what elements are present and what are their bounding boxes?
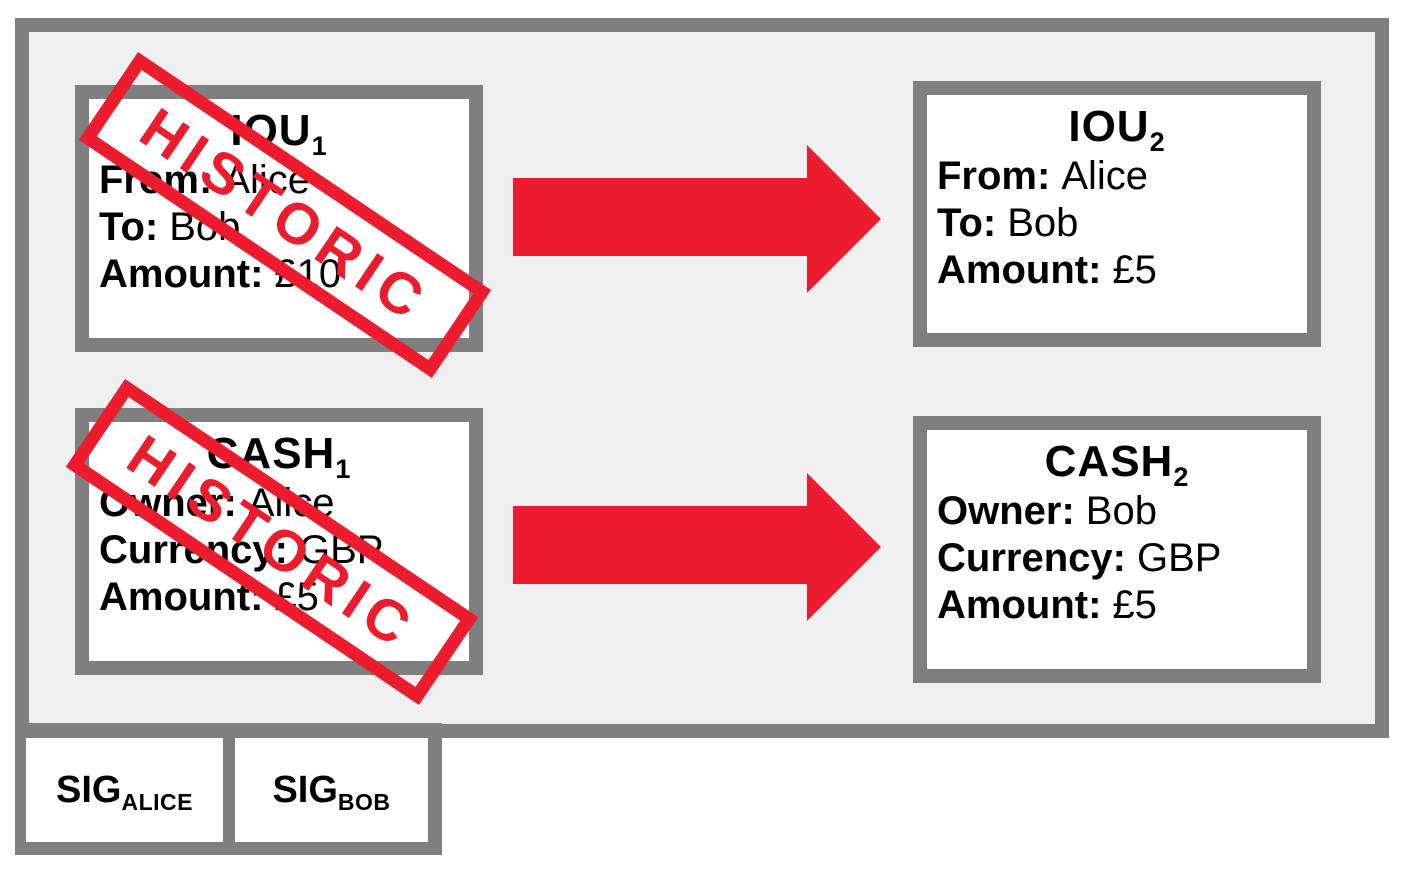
state-title-text: IOU <box>1068 102 1150 151</box>
field-label: Owner: <box>937 489 1075 533</box>
signature-name: SIG <box>56 768 122 811</box>
field-row-amount: Amount:£5 <box>937 582 1297 629</box>
field-value: £5 <box>1112 248 1157 292</box>
field-row-to: To:Bob <box>937 200 1297 247</box>
signature-subscript: ALICE <box>121 788 193 815</box>
signature-label-bob: SIGBOB <box>272 768 391 815</box>
state-title-subscript: 2 <box>1173 462 1190 492</box>
right-arrow-icon <box>513 473 881 621</box>
field-row-amount: Amount:£5 <box>99 574 459 621</box>
state-box-cash2: CASH2 Owner:Bob Currency:GBP Amount:£5 <box>913 416 1321 683</box>
field-row-from: From:Alice <box>99 157 459 204</box>
field-label: Amount: <box>99 575 264 619</box>
state-title-subscript: 1 <box>335 454 352 484</box>
state-box-iou2: IOU2 From:Alice To:Bob Amount:£5 <box>913 81 1321 347</box>
state-box-cash1: CASH1 Owner:Alice Currency:GBP Amount:£5 <box>75 408 483 675</box>
field-value: Bob <box>1085 489 1157 533</box>
field-value: Alice <box>1061 154 1149 198</box>
signature-subscript: BOB <box>337 788 391 815</box>
field-value: £5 <box>1112 583 1157 627</box>
field-row-owner: Owner:Bob <box>937 488 1297 535</box>
right-arrow-icon <box>513 145 881 293</box>
field-label: Currency: <box>937 536 1126 580</box>
field-value: Bob <box>169 205 241 249</box>
field-value: GBP <box>1136 536 1222 580</box>
field-row-currency: Currency:GBP <box>99 527 459 574</box>
field-label: From: <box>937 154 1051 198</box>
field-value: Alice <box>247 481 335 525</box>
field-row-owner: Owner:Alice <box>99 480 459 527</box>
field-value: £10 <box>274 252 342 296</box>
signature-name: SIG <box>272 768 338 811</box>
state-title-subscript: 2 <box>1149 127 1166 157</box>
state-title-iou1: IOU1 <box>99 105 459 160</box>
field-label: Amount: <box>937 583 1102 627</box>
field-row-amount: Amount:£5 <box>937 247 1297 294</box>
field-row-currency: Currency:GBP <box>937 535 1297 582</box>
field-label: Amount: <box>937 248 1102 292</box>
signature-label-alice: SIGALICE <box>56 768 193 815</box>
signature-box-bob: SIGBOB <box>235 738 428 842</box>
field-label: To: <box>99 205 159 249</box>
state-box-iou1: IOU1 From:Alice To:Bob Amount:£10 <box>75 85 483 352</box>
state-title-cash1: CASH1 <box>99 428 459 483</box>
field-row-from: From:Alice <box>937 153 1297 200</box>
field-label: Owner: <box>99 481 237 525</box>
field-label: Currency: <box>99 528 288 572</box>
state-title-text: CASH <box>1044 437 1174 486</box>
field-row-to: To:Bob <box>99 204 459 251</box>
field-value: £5 <box>274 575 319 619</box>
field-value: Alice <box>223 158 311 202</box>
field-value: GBP <box>298 528 384 572</box>
state-title-iou2: IOU2 <box>937 101 1297 156</box>
state-title-text: IOU <box>230 106 312 155</box>
field-label: Amount: <box>99 252 264 296</box>
field-row-amount: Amount:£10 <box>99 251 459 298</box>
state-title-text: CASH <box>206 429 336 478</box>
field-value: Bob <box>1007 201 1079 245</box>
field-label: From: <box>99 158 213 202</box>
state-title-cash2: CASH2 <box>937 436 1297 491</box>
signature-box-alice: SIGALICE <box>26 738 223 842</box>
field-label: To: <box>937 201 997 245</box>
state-title-subscript: 1 <box>311 131 328 161</box>
